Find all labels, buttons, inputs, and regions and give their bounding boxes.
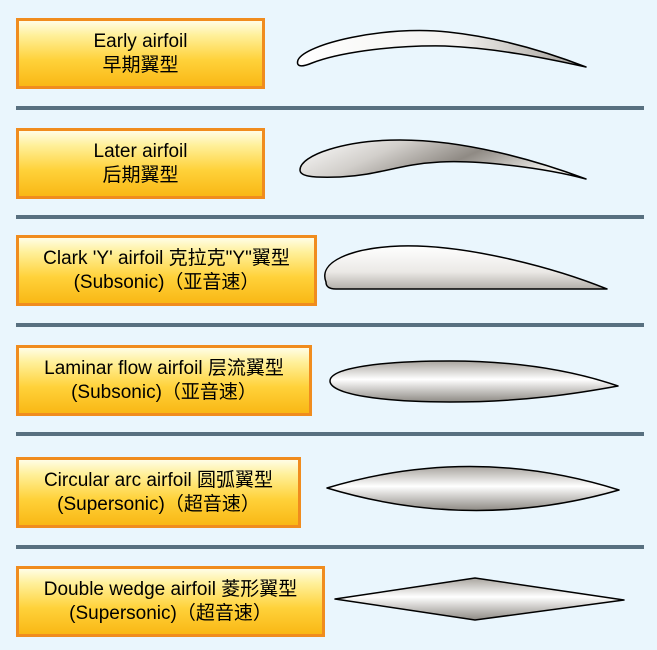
row-divider xyxy=(16,215,644,219)
row-divider xyxy=(16,545,644,549)
later-airfoil-shape xyxy=(299,139,587,180)
airfoil-name: Clark 'Y' airfoil 克拉克"Y"翼型 xyxy=(43,247,290,269)
airfoil-subtitle: (Subsonic)（亚音速） xyxy=(73,271,260,293)
airfoil-name: Circular arc airfoil 圆弧翼型 xyxy=(43,469,274,491)
airfoil-name: Double wedge airfoil 菱形翼型 xyxy=(43,578,298,600)
airfoil-name: Laminar flow airfoil 层流翼型 xyxy=(44,357,284,379)
laminar-flow-airfoil-shape xyxy=(329,360,619,403)
airfoil-subtitle: (Supersonic)（超音速） xyxy=(57,493,260,515)
row-divider xyxy=(16,323,644,327)
clark-y-airfoil-shape xyxy=(324,245,608,290)
label-laminar-flow-airfoil: Laminar flow airfoil 层流翼型 (Subsonic)（亚音速… xyxy=(16,345,312,416)
double-wedge-airfoil-shape xyxy=(334,577,625,621)
label-circular-arc-airfoil: Circular arc airfoil 圆弧翼型 (Supersonic)（超… xyxy=(16,457,301,528)
label-double-wedge-airfoil: Double wedge airfoil 菱形翼型 (Supersonic)（超… xyxy=(16,566,325,637)
early-airfoil-shape xyxy=(296,29,587,68)
label-later-airfoil: Later airfoil 后期翼型 xyxy=(16,128,265,199)
label-clark-y-airfoil: Clark 'Y' airfoil 克拉克"Y"翼型 (Subsonic)（亚音… xyxy=(16,235,317,306)
row-divider xyxy=(16,106,644,110)
airfoil-subtitle: (Supersonic)（超音速） xyxy=(69,602,272,624)
airfoil-name: Early airfoil xyxy=(93,30,188,52)
row-divider xyxy=(16,432,644,436)
airfoil-subtitle: 后期翼型 xyxy=(102,164,179,186)
airfoil-subtitle: 早期翼型 xyxy=(102,54,179,76)
airfoil-subtitle: (Subsonic)（亚音速） xyxy=(71,381,257,403)
circular-arc-airfoil-shape xyxy=(326,465,620,512)
airfoil-name: Later airfoil xyxy=(93,140,188,162)
label-early-airfoil: Early airfoil 早期翼型 xyxy=(16,18,265,89)
